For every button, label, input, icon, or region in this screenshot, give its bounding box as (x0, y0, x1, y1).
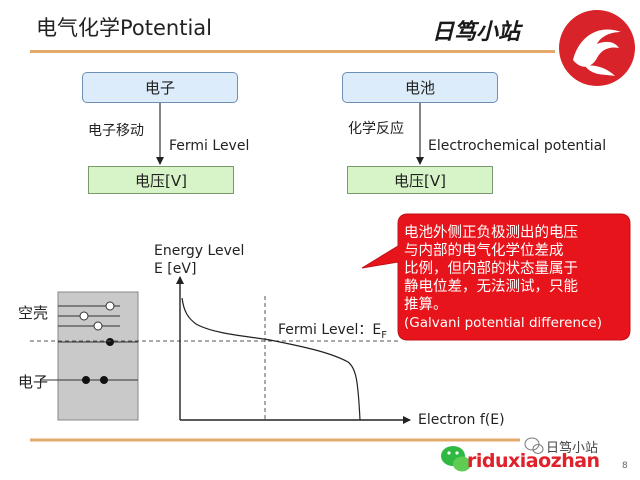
callout-text: 电池外侧正负极测出的电压 与内部的电气化学位差成 比例，但内部的状态量属于 静电… (404, 224, 624, 332)
dragon-logo-icon (559, 10, 635, 86)
hole-label: 空壳 (18, 304, 49, 322)
hole-circle (93, 321, 103, 331)
electron-dot (82, 376, 90, 384)
fermi-dirac-curve (181, 297, 361, 421)
brand-name: 日笃小站 (432, 20, 521, 45)
wechat-account-label: 日笃小站 (546, 441, 599, 456)
band-block (57, 291, 139, 421)
hole-circle (79, 311, 89, 321)
electron-label: 电子 (18, 373, 49, 391)
electrochemical-potential-label: Electrochemical potential (428, 138, 607, 154)
header-divider (30, 50, 555, 53)
electron-dot (106, 338, 114, 346)
wechat-icon (441, 446, 471, 472)
callout-line: 静电位差，无法测试，只能 (404, 279, 578, 295)
chemical-reaction-label: 化学反应 (348, 121, 404, 137)
electron-box: 电子 (82, 72, 238, 103)
callout-line: 比例，但内部的状态量属于 (404, 261, 578, 277)
page-title: 电气化学Potential (36, 16, 212, 40)
callout-line: (Galvani potential difference) (404, 315, 602, 331)
energy-unit-label: E [eV] (154, 261, 197, 277)
left-voltage-box: 电压[V] (88, 166, 234, 194)
site-url[interactable]: riduxiaozhan (467, 450, 600, 472)
callout-line: 推算。 (404, 297, 448, 313)
callout-bubble (361, 213, 631, 341)
fermi-energy-label: Fermi Level：EF (278, 319, 387, 341)
fermi-subscript: F (381, 329, 387, 341)
fermi-energy-text: Fermi Level：E (278, 322, 382, 338)
fermi-level-label: Fermi Level (169, 138, 250, 154)
electron-move-label: 电子移动 (88, 123, 144, 139)
energy-level-label: Energy Level (154, 243, 245, 259)
x-axis-label: Electron f(E) (418, 412, 505, 428)
page-number: 8 (622, 461, 628, 471)
battery-box: 电池 (342, 72, 498, 103)
right-voltage-box: 电压[V] (347, 166, 493, 194)
hole-circle (105, 301, 115, 311)
callout-line: 与内部的电气化学位差成 (404, 243, 564, 259)
wechat-small-icon (524, 437, 544, 454)
electron-dot (100, 376, 108, 384)
callout-line: 电池外侧正负极测出的电压 (404, 225, 578, 241)
